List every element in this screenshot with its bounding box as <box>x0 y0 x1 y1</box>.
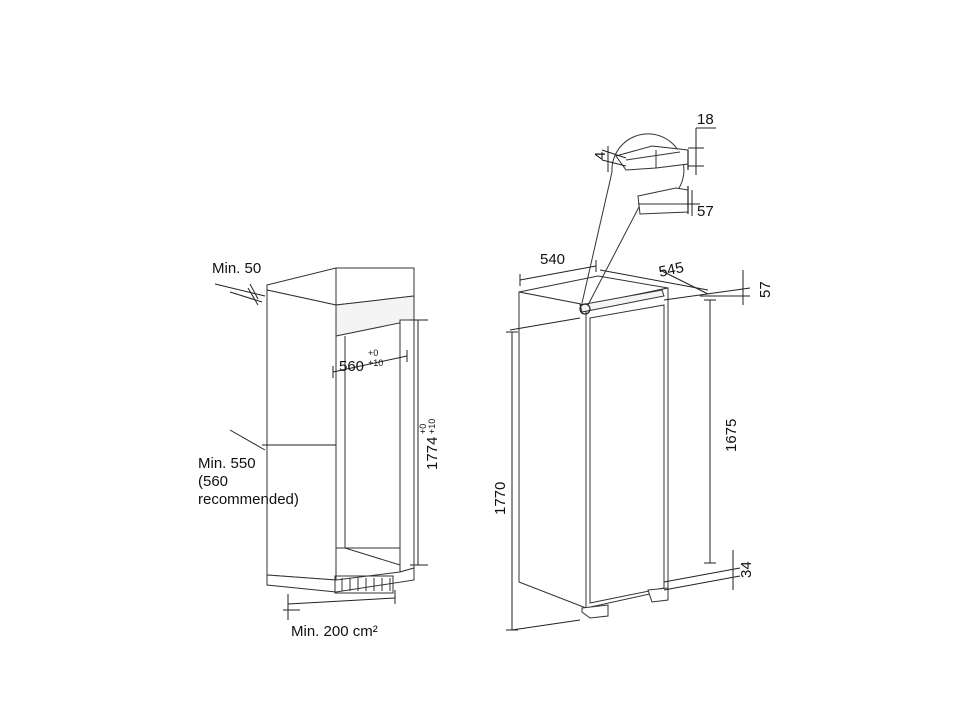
niche-width-label: 560 <box>339 358 364 375</box>
niche-height-tol-bottom: +10 <box>427 419 437 434</box>
min-depth-line2: (560 <box>198 473 228 490</box>
niche-height-label: 1774 <box>424 437 441 470</box>
min-depth-line3: recommended) <box>198 491 299 508</box>
min-top-gap-label: Min. 50 <box>212 260 261 277</box>
detail-top-dim-label: 18 <box>697 111 714 128</box>
vent-area-label: Min. 200 cm² <box>291 623 378 640</box>
detail-left-dim-label: 4 <box>592 152 609 160</box>
appliance-drawing: 540 545 57 1675 1770 34 <box>492 171 774 631</box>
niche-height-tol-top: +0 <box>418 424 428 434</box>
total-height-label: 1770 <box>492 482 509 515</box>
vent-grille <box>341 578 391 591</box>
niche-drawing: Min. 50 560 +0 +10 1774 +0 +10 Min. 550 … <box>198 260 441 640</box>
min-depth-line1: Min. 550 <box>198 455 256 472</box>
appliance-depth-label: 545 <box>657 259 685 281</box>
detail-bottom-dim-label: 57 <box>697 203 714 220</box>
niche-width-tol-top: +0 <box>368 348 378 358</box>
bottom-offset-label: 34 <box>738 561 755 578</box>
door-height-label: 1675 <box>723 419 740 452</box>
hinge-detail: 18 4 57 <box>592 111 716 220</box>
niche-width-tol-bottom: +10 <box>368 358 383 368</box>
appliance-width-label: 540 <box>540 251 565 268</box>
top-offset-label: 57 <box>757 281 774 298</box>
